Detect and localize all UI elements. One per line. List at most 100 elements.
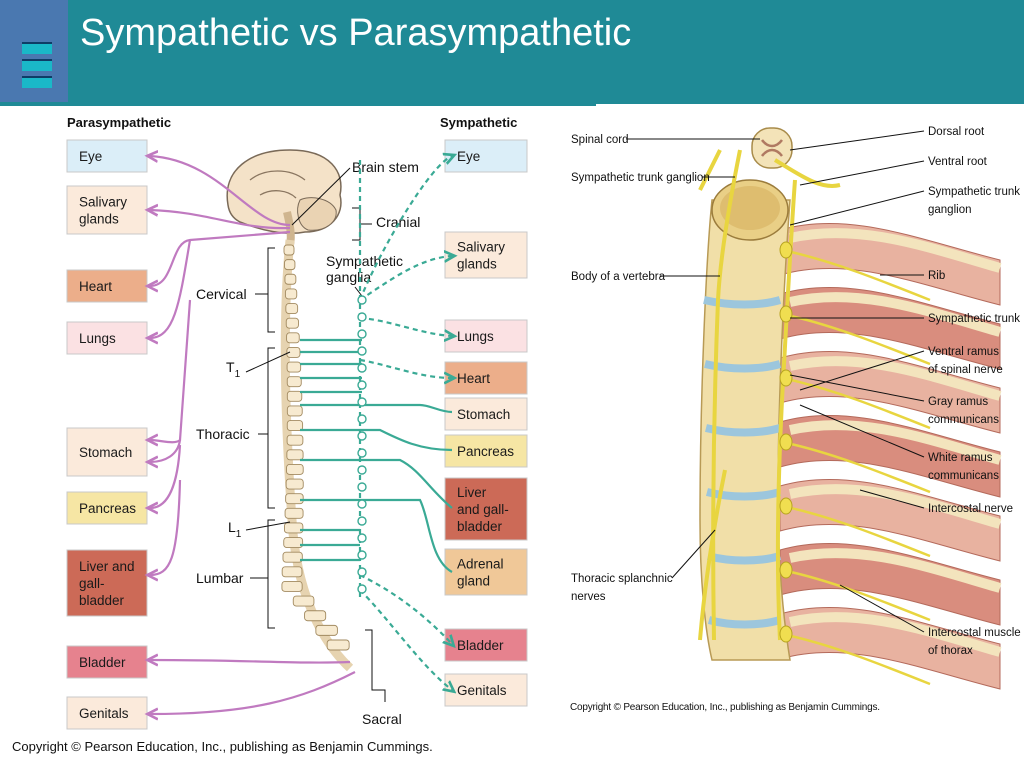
- intervertebral-disc: [705, 488, 782, 501]
- vertebra: [326, 639, 350, 651]
- vertebra: [315, 624, 338, 636]
- label-right-4: Sympathetic trunk: [790, 313, 1020, 325]
- rib-muscle: [779, 222, 1001, 306]
- rib: [788, 292, 1002, 337]
- intervertebral-disc: [704, 360, 782, 373]
- symp-nerve-line: [359, 358, 452, 378]
- brain-illustration: [226, 149, 342, 246]
- sympathetic-ganglion: [357, 448, 367, 458]
- symp-nerve-line: [300, 403, 453, 414]
- label-cervical: Cervical: [196, 286, 247, 302]
- vertebra: [286, 376, 302, 388]
- symp-nerve-line: [300, 498, 453, 573]
- label-right-1: Ventral root: [799, 156, 988, 186]
- trunk-ganglion: [779, 305, 793, 323]
- vertebra: [286, 449, 304, 461]
- vertebra: [281, 581, 303, 592]
- intercostal-nerve: [781, 376, 931, 430]
- rib-muscle: [779, 542, 1001, 626]
- para-organ-label: Genitals: [79, 706, 129, 721]
- symp-nerve-line: [300, 528, 360, 562]
- svg-text:Dorsal root: Dorsal root: [928, 126, 985, 138]
- symp-organ-box: Lungs: [444, 319, 528, 353]
- symp-heading: Sympathetic: [440, 115, 517, 130]
- vertebra: [283, 244, 295, 256]
- para-nerve-line: [150, 479, 182, 575]
- right-copyright: Copyright © Pearson Education, Inc., pub…: [570, 702, 880, 713]
- para-nerve-line: [150, 671, 356, 714]
- symp-organ-box: Bladder: [444, 628, 528, 662]
- vertebra: [286, 390, 303, 402]
- intervertebral-disc: [707, 616, 782, 629]
- trunk-ganglion: [779, 625, 793, 643]
- symp-nerve-line: [359, 256, 452, 301]
- vertebra: [284, 507, 304, 519]
- para-organ-label: Lungs: [79, 331, 116, 346]
- vertebra: [283, 522, 304, 534]
- symp-organ-label: Stomach: [457, 407, 510, 422]
- symp-organ-box: Heart: [444, 361, 528, 395]
- rib: [788, 548, 1002, 593]
- vertebra: [284, 273, 297, 285]
- svg-text:Sympathetic trunk: Sympathetic trunk: [928, 313, 1020, 325]
- rib-muscle: [779, 350, 1001, 434]
- para-pathways: [150, 156, 356, 714]
- trunk-ganglion: [779, 561, 793, 579]
- vertebra: [285, 493, 304, 505]
- vertebra: [282, 551, 303, 563]
- intervertebral-disc: [706, 552, 782, 565]
- vertebra: [286, 332, 300, 344]
- sympathetic-ganglion: [357, 533, 367, 543]
- sympathetic-ganglion: [357, 482, 367, 492]
- label-right-3: Rib: [880, 270, 945, 282]
- rib: [788, 228, 1002, 273]
- vertebra: [286, 346, 301, 358]
- para-organ-label: Stomach: [79, 445, 132, 460]
- rib: [788, 484, 1002, 529]
- symp-pathways: [300, 156, 452, 690]
- symp-organ-box: Pancreas: [444, 434, 528, 468]
- thoracic-illustration: [698, 127, 1002, 690]
- label-right-8: Intercostal nerve: [859, 489, 1013, 515]
- symp-nerve-line: [300, 338, 362, 394]
- para-organ-box: Pancreas: [66, 491, 148, 525]
- vertebra: [286, 463, 304, 475]
- vertebra: [286, 405, 303, 417]
- vertebra: [285, 317, 299, 329]
- vertebra: [292, 595, 315, 607]
- label-cranial: Cranial: [376, 214, 420, 230]
- para-heading: Parasympathetic: [67, 115, 171, 130]
- trunk-ganglion: [779, 433, 793, 451]
- rib-muscle: [779, 606, 1001, 690]
- para-organ-box: Stomach: [66, 427, 148, 477]
- vertebra: [286, 420, 304, 432]
- label-right-0: Dorsal root: [789, 126, 985, 151]
- para-nerve-line: [150, 660, 351, 663]
- intervertebral-disc: [705, 424, 782, 437]
- intercostal-nerve: [781, 440, 931, 494]
- rib: [788, 612, 1002, 657]
- vertebra: [281, 566, 303, 578]
- title-bar: Sympathetic vs Parasympathetic: [0, 0, 1024, 104]
- title-underline: [0, 102, 596, 106]
- symp-nerve-line: [359, 316, 452, 336]
- para-nerve-line: [150, 156, 291, 227]
- sympathetic-ganglion: [357, 346, 367, 356]
- para-organ-box: Genitals: [66, 696, 148, 730]
- sympathetic-ganglion: [357, 431, 367, 441]
